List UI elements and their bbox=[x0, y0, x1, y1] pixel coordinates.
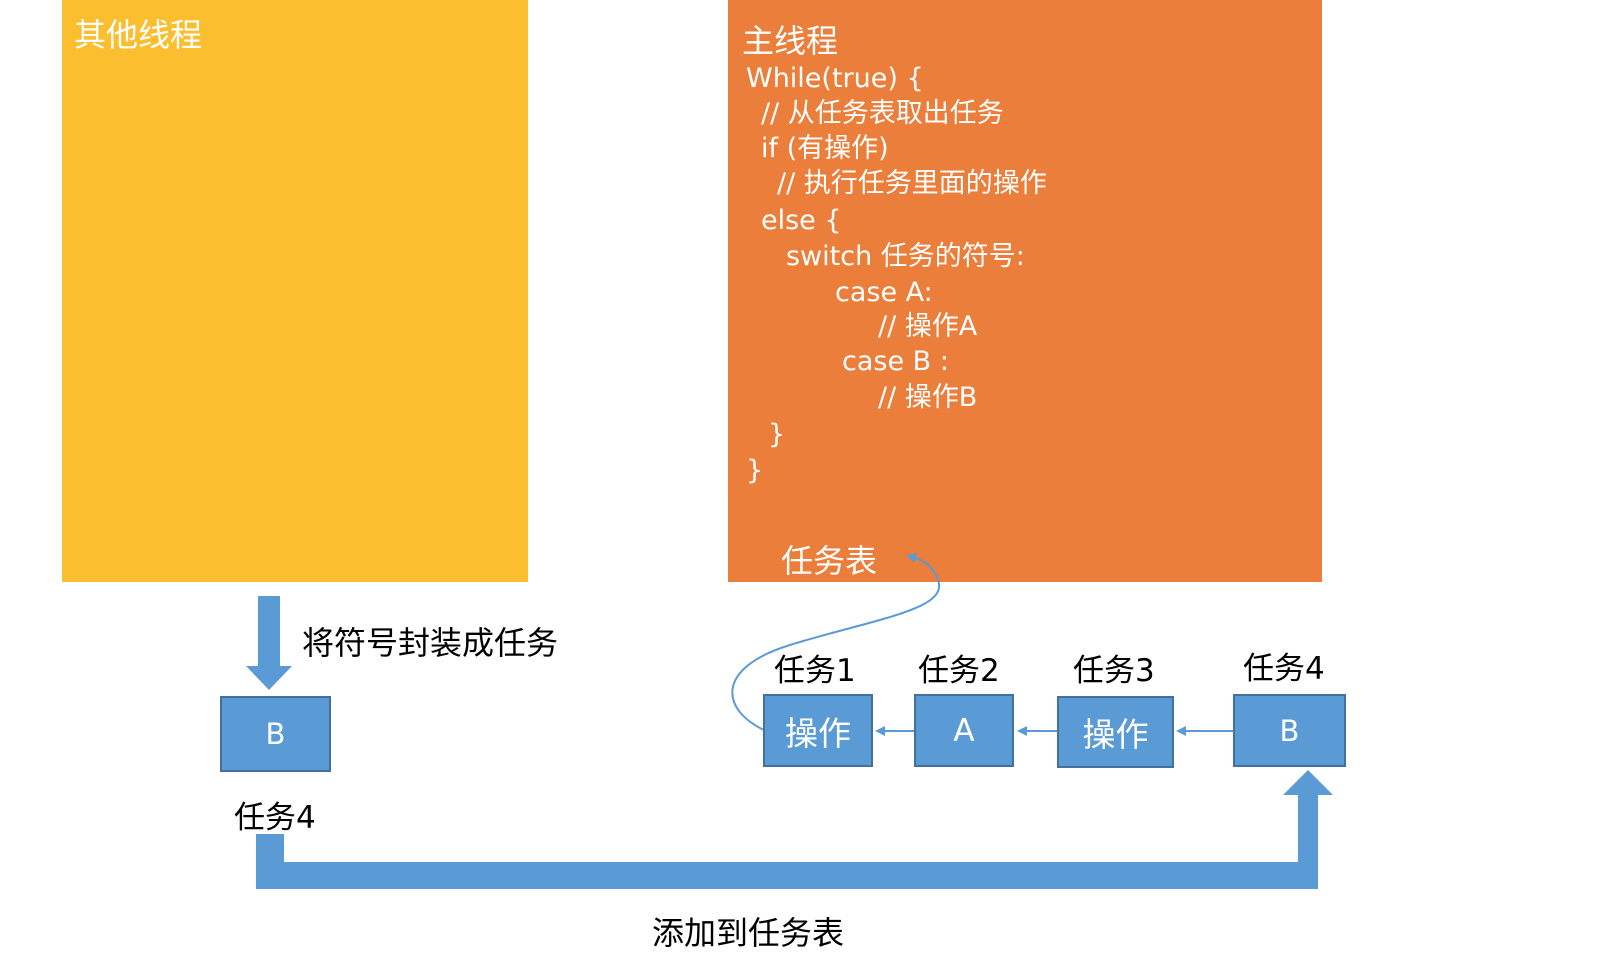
queue-task-2-text: A bbox=[953, 712, 975, 749]
encapsulate-arrow bbox=[246, 596, 292, 690]
other-thread-title: 其他线程 bbox=[74, 16, 203, 54]
code-line-8: // 操作A bbox=[878, 311, 978, 342]
add-to-table-label: 添加到任务表 bbox=[652, 914, 845, 952]
code-line-3: if (有操作) bbox=[761, 133, 889, 164]
code-line-5: else { bbox=[761, 205, 842, 236]
queue-task-4-box: B bbox=[1233, 694, 1346, 767]
new-task-box-text: B bbox=[265, 717, 286, 751]
add-to-table-arrow bbox=[256, 770, 1333, 889]
code-line-6: switch 任务的符号: bbox=[786, 241, 1025, 272]
other-thread-panel: 其他线程 bbox=[62, 0, 528, 582]
queue-task-2-box: A bbox=[914, 694, 1014, 767]
code-line-12: } bbox=[746, 455, 764, 486]
queue-task-3-box: 操作 bbox=[1057, 696, 1174, 768]
queue-task-1-label: 任务1 bbox=[774, 653, 856, 689]
code-line-7: case A: bbox=[835, 277, 933, 308]
task-table-label: 任务表 bbox=[781, 542, 878, 580]
code-line-9: case B : bbox=[842, 346, 949, 377]
encapsulate-label: 将符号封装成任务 bbox=[302, 624, 559, 662]
code-line-1: While(true) { bbox=[746, 63, 924, 94]
main-thread-panel: 主线程 While(true) { // 从任务表取出任务 if (有操作) /… bbox=[728, 0, 1322, 582]
dequeue-curve bbox=[731, 552, 941, 732]
queue-task-4-label: 任务4 bbox=[1243, 651, 1325, 687]
queue-task-1-text: 操作 bbox=[785, 713, 851, 753]
new-task-box: B bbox=[220, 696, 331, 772]
code-line-10: // 操作B bbox=[878, 382, 978, 413]
queue-task-1-box: 操作 bbox=[763, 694, 873, 767]
queue-task-4-text: B bbox=[1279, 713, 1300, 748]
new-task-label: 任务4 bbox=[234, 800, 316, 836]
main-thread-title: 主线程 bbox=[742, 22, 839, 60]
queue-task-3-text: 操作 bbox=[1082, 715, 1149, 754]
queue-task-3-label: 任务3 bbox=[1073, 653, 1155, 689]
queue-task-2-label: 任务2 bbox=[918, 653, 1000, 689]
code-line-11: } bbox=[768, 419, 786, 450]
code-line-2: // 从任务表取出任务 bbox=[761, 98, 1004, 129]
code-line-4: // 执行任务里面的操作 bbox=[777, 168, 1047, 199]
